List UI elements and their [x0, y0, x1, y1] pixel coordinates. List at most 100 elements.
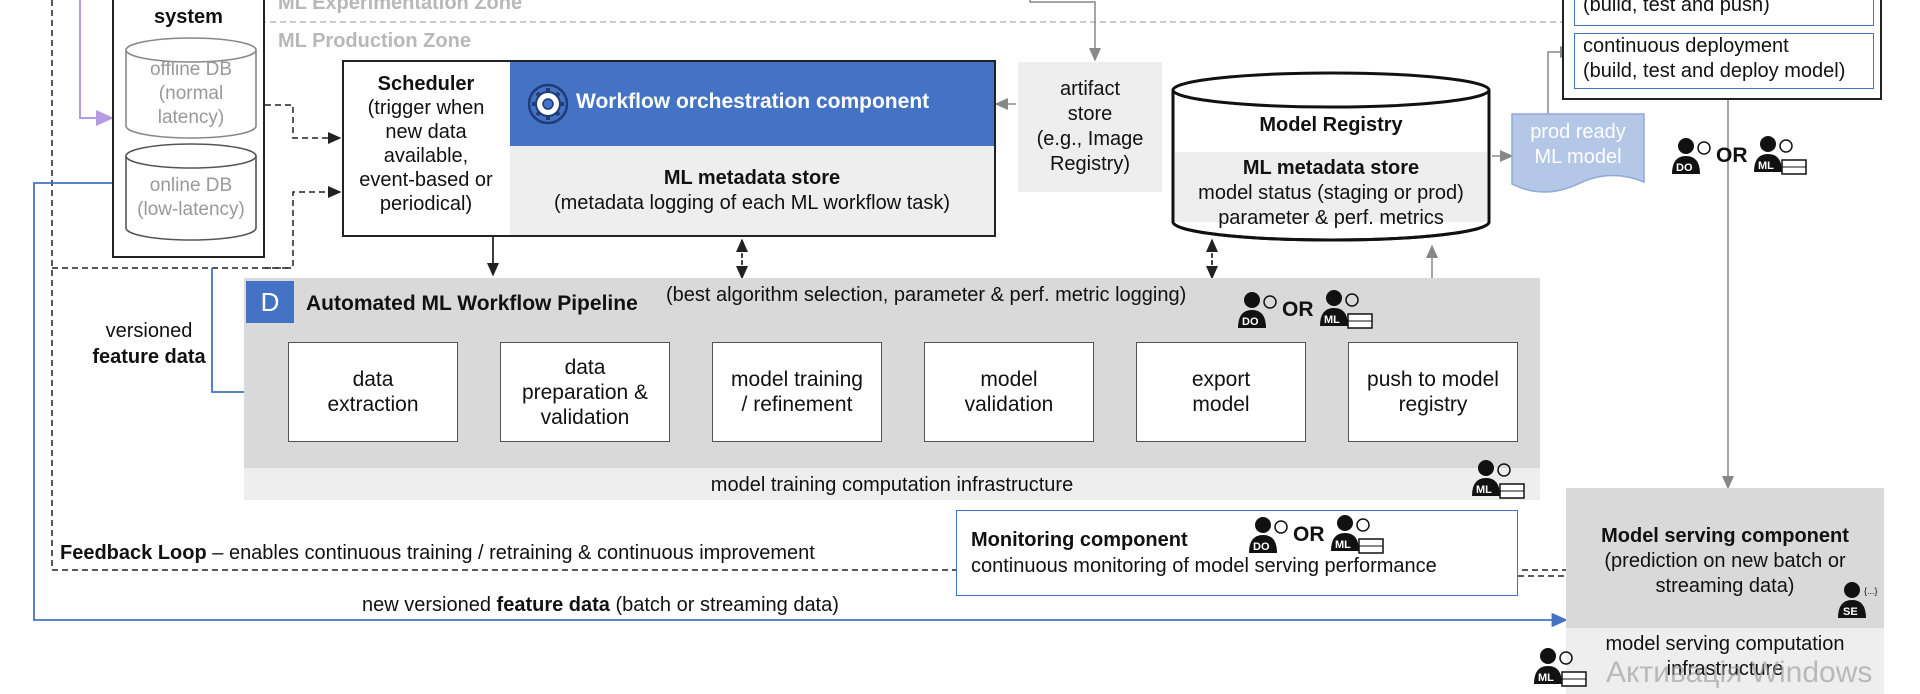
artifact-store: artifact store (e.g., Image Registry) — [1018, 62, 1162, 192]
step-line: data — [564, 355, 606, 379]
continuous-deployment-box: continuous deployment (build, test and d… — [1574, 33, 1874, 89]
step-line: push to model — [1367, 368, 1499, 391]
workflow-orchestration-header: Workflow orchestration component — [510, 62, 994, 146]
step-line: export — [1191, 368, 1251, 391]
monitoring-component: Monitoring component continuous monitori… — [956, 510, 1518, 596]
monitoring-sub: continuous monitoring of model serving p… — [971, 555, 1437, 577]
artifact-store-line: artifact — [1059, 78, 1121, 100]
serving-line: streaming data) — [1655, 575, 1795, 597]
scheduler-line: new data — [385, 121, 467, 143]
ml-text: ML — [1335, 539, 1351, 551]
new-feature-pre: new versioned — [362, 594, 497, 616]
production-zone-label: ML Production Zone — [278, 30, 471, 52]
pipeline-note: (best algorithm selection, parameter & p… — [666, 284, 1187, 306]
online-db-label: online DB (low-latency) — [124, 174, 258, 222]
scheduler-line: periodical) — [379, 193, 473, 215]
prod-ready-label: prod ready ML model — [1510, 120, 1646, 170]
software-engineer-icon: SE {...} — [1838, 582, 1878, 618]
ml-text: ML — [1538, 672, 1554, 684]
artifact-store-line: Registry) — [1049, 153, 1130, 175]
step-data-preparation: data preparation & validation — [500, 342, 670, 442]
feature-store-system: system offline DB (normal latency) onlin… — [112, 0, 265, 258]
cicd-component: (build, test and push) continuous deploy… — [1562, 0, 1882, 100]
registry-line: model status (staging or prod) — [1198, 182, 1464, 204]
cd-title: continuous deployment — [1583, 35, 1789, 57]
ci-fragment-text: (build, test and push) — [1583, 0, 1770, 16]
online-db-cylinder — [125, 143, 257, 241]
devops-icon: DO — [1249, 517, 1288, 553]
training-infra-band — [244, 468, 1540, 500]
serving-infra-band: model serving computation infrastructure — [1566, 628, 1884, 694]
new-feature-data-label: new versioned feature data (batch or str… — [362, 594, 839, 617]
scheduler-title: Scheduler — [377, 73, 475, 95]
feature-store-title: system — [154, 6, 223, 28]
workflow-metadata-store: ML metadata store (metadata logging of e… — [510, 146, 994, 235]
online-db-line: (low-latency) — [137, 199, 245, 220]
gear-icon — [527, 83, 569, 125]
model-registry-cylinder — [1171, 71, 1491, 242]
windows-activation-watermark: Активація Windows — [1606, 656, 1873, 689]
ml-engineer-icon: ML — [1753, 136, 1807, 175]
do-text: DO — [1242, 316, 1259, 328]
cd-sub: (build, test and deploy model) — [1583, 60, 1846, 82]
se-text: SE — [1843, 606, 1858, 618]
prod-ready-model-doc — [1511, 113, 1645, 193]
step-model-training: model training / refinement — [712, 342, 882, 442]
feedback-loop-bold: Feedback Loop — [60, 542, 207, 564]
pipeline-badge: D — [246, 281, 294, 323]
scheduler: Scheduler (trigger when new data availab… — [344, 62, 508, 235]
step-data-extraction: data extraction — [288, 342, 458, 442]
feedback-loop-rest: – enables continuous training / retraini… — [206, 542, 815, 564]
online-db-line: online DB — [149, 175, 233, 196]
ml-engineer-icon: ML — [1472, 460, 1525, 499]
devops-icon: DO — [1238, 292, 1277, 328]
workflow-meta-title: ML metadata store — [663, 167, 841, 189]
step-model-validation: model validation — [924, 342, 1094, 442]
new-feature-post: (batch or streaming data) — [609, 594, 839, 616]
prod-ready-line: ML model — [1534, 146, 1622, 168]
monitoring-role-do-or-ml: DO OR ML — [1247, 513, 1387, 557]
workflow-title: Workflow orchestration component — [576, 90, 930, 113]
artifact-store-line: (e.g., Image — [1036, 128, 1144, 150]
pipeline-role-do-or-ml: DO OR ML — [1236, 288, 1376, 332]
offline-db-line: latency) — [157, 107, 225, 128]
serving-title: Model serving component — [1601, 525, 1849, 547]
offline-db-line: offline DB — [149, 59, 233, 80]
scheduler-line: (trigger when — [367, 97, 485, 119]
do-text: DO — [1676, 162, 1693, 174]
step-line: validation — [964, 393, 1054, 416]
ml-text: ML — [1324, 314, 1340, 326]
step-line: model training — [731, 368, 863, 391]
step-line: validation — [540, 405, 630, 429]
pipeline-title: Automated ML Workflow Pipeline — [306, 292, 638, 315]
step-line: data — [352, 368, 394, 391]
training-infra-label: model training computation infrastructur… — [710, 474, 1074, 496]
new-feature-bold: feature data — [496, 594, 610, 616]
prod-ready-line: prod ready — [1530, 121, 1626, 143]
offline-db-cylinder — [125, 37, 257, 139]
ml-engineer-icon: ML — [1534, 648, 1587, 687]
or-text: OR — [1282, 298, 1314, 321]
feedback-loop-label: Feedback Loop – enables continuous train… — [60, 542, 819, 565]
ml-text: ML — [1476, 484, 1492, 496]
step-export-model: export model — [1136, 342, 1306, 442]
serving-line: (prediction on new batch or — [1604, 550, 1846, 572]
step-line: / refinement — [741, 393, 853, 416]
registry-metadata: ML metadata store model status (staging … — [1170, 156, 1492, 231]
registry-title: Model Registry — [1259, 114, 1403, 136]
offline-db-line: (normal — [158, 83, 224, 104]
versioned-line: versioned — [105, 320, 193, 342]
step-line: model — [1192, 393, 1250, 416]
role-do-or-ml: DO OR ML — [1670, 134, 1810, 178]
offline-db-label: offline DB (normal latency) — [124, 58, 258, 130]
monitoring-title: Monitoring component — [971, 529, 1188, 551]
registry-meta-title: ML metadata store — [1242, 157, 1420, 179]
workflow-meta-sub: (metadata logging of each ML workflow ta… — [553, 192, 951, 214]
or-text: OR — [1293, 523, 1325, 546]
step-line: preparation & — [521, 380, 649, 404]
feature-data-line: feature data — [92, 346, 206, 368]
step-push-to-registry: push to model registry — [1348, 342, 1518, 442]
artifact-store-line: store — [1067, 103, 1113, 125]
scheduler-line: event-based or — [359, 169, 493, 191]
versioned-feature-data-label: versioned feature data — [84, 318, 214, 370]
